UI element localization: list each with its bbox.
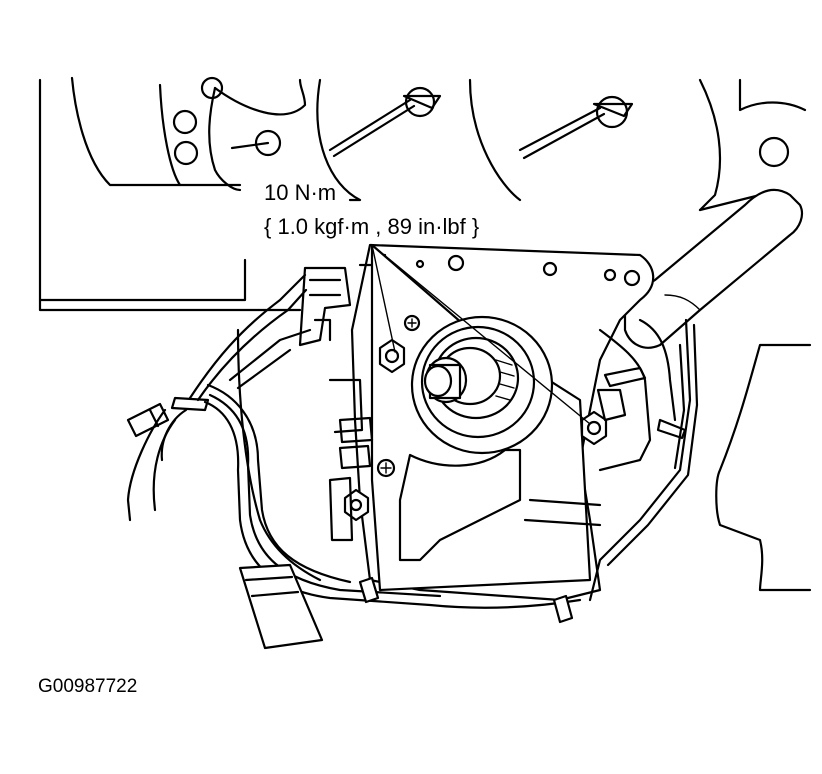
torque-leader-lines xyxy=(371,244,591,425)
right-trim-panel xyxy=(715,343,812,592)
steering-shaft xyxy=(410,315,554,455)
right-switch-assembly xyxy=(588,318,699,602)
instrument-cluster xyxy=(38,76,807,312)
figure-id: G00987722 xyxy=(38,676,138,697)
torque-value-alternate: { 1.0 kgf·m , 89 in·lbf } xyxy=(264,214,480,239)
torque-value-metric: 10 N·m xyxy=(264,180,337,205)
lower-connector-block xyxy=(238,563,324,650)
left-connector-and-harness xyxy=(126,266,582,609)
bolt-right xyxy=(580,410,608,446)
combination-switch-lever xyxy=(623,188,804,349)
bolt-lower-left xyxy=(343,488,370,522)
harness-clip-right xyxy=(552,594,574,624)
harness-clip-center xyxy=(358,576,380,604)
bolt-upper-left xyxy=(378,338,406,374)
lower-column-cover xyxy=(236,328,374,582)
